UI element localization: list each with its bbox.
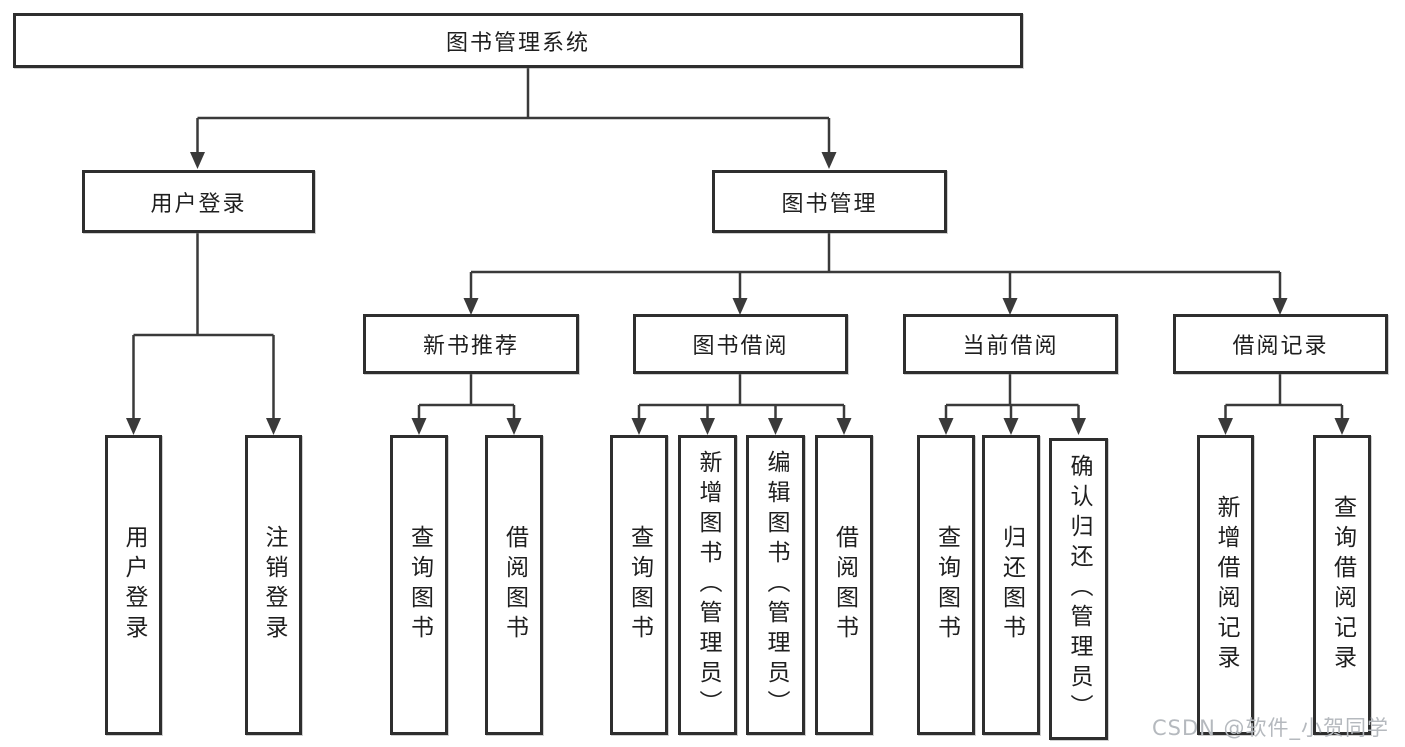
leaf-current-query-book: 查询图书 (917, 435, 975, 735)
leaf-recommend-query-book: 查询图书 (390, 435, 448, 735)
node-user-login: 用户登录 (82, 170, 315, 233)
arrowhead-icon (190, 152, 205, 169)
arrowhead-icon (411, 418, 427, 435)
connector-borrow-records (1224, 374, 1344, 421)
csdn-watermark: CSDN @软件_小贺同学 (1152, 716, 1390, 740)
arrowhead-icon (506, 418, 522, 435)
node-book-borrow: 图书借阅 (633, 314, 848, 374)
connector-user-login (132, 233, 275, 421)
arrowhead-icon (1334, 418, 1350, 435)
arrowhead-icon (266, 418, 281, 435)
leaf-label: 借阅图书 (501, 525, 528, 645)
arrowhead-icon (1003, 418, 1019, 435)
leaf-current-return-book: 归还图书 (982, 435, 1040, 735)
leaf-label: 归还图书 (998, 525, 1025, 645)
arrowhead-icon (1218, 418, 1233, 435)
leaf-label: 确认归还（管理员） (1066, 454, 1092, 724)
arrowhead-icon (1272, 298, 1288, 315)
leaf-borrow-add-book-admin: 新增图书（管理员） (678, 435, 737, 735)
leaf-label: 编辑图书（管理员） (763, 450, 789, 720)
leaf-borrow-borrow-book: 借阅图书 (815, 435, 873, 735)
leaf-label: 新增图书（管理员） (695, 450, 721, 720)
leaf-user-login: 用户登录 (105, 435, 162, 735)
arrowhead-icon (1071, 418, 1086, 435)
node-new-book-recommend: 新书推荐 (363, 314, 579, 374)
arrowhead-icon (126, 418, 141, 435)
arrowhead-icon (631, 418, 647, 435)
node-root: 图书管理系统 (13, 13, 1023, 68)
leaf-label: 新增借阅记录 (1213, 495, 1239, 675)
arrowhead-icon (768, 418, 783, 435)
arrowhead-icon (821, 152, 837, 169)
connector-root (196, 68, 831, 155)
leaf-borrow-edit-book-admin: 编辑图书（管理员） (746, 435, 805, 735)
arrowhead-icon (732, 298, 748, 315)
node-book-management: 图书管理 (712, 170, 947, 233)
connector-current-borrow (944, 374, 1080, 421)
connector-new-book-recommend (417, 374, 516, 421)
arrowhead-icon (700, 418, 715, 435)
arrowhead-icon (836, 418, 852, 435)
leaf-label: 查询图书 (626, 525, 653, 645)
leaf-label: 查询图书 (933, 525, 960, 645)
leaf-records-query-record: 查询借阅记录 (1313, 435, 1371, 735)
leaf-label: 用户登录 (121, 525, 147, 645)
arrowhead-icon (938, 418, 954, 435)
leaf-logout-login: 注销登录 (245, 435, 302, 735)
leaf-label: 查询图书 (406, 525, 433, 645)
leaf-label: 查询借阅记录 (1329, 495, 1356, 675)
connector-book-borrow (637, 374, 846, 421)
arrowhead-icon (463, 298, 479, 315)
leaf-recommend-borrow-book: 借阅图书 (485, 435, 543, 735)
node-borrow-records: 借阅记录 (1173, 314, 1388, 374)
leaf-borrow-query-book: 查询图书 (610, 435, 668, 735)
node-current-borrow: 当前借阅 (903, 314, 1118, 374)
connector-book-management (469, 233, 1282, 301)
leaf-records-add-record: 新增借阅记录 (1197, 435, 1254, 735)
arrowhead-icon (1002, 298, 1018, 315)
leaf-current-confirm-return-admin: 确认归还（管理员） (1049, 438, 1108, 740)
leaf-label: 注销登录 (261, 525, 287, 645)
leaf-label: 借阅图书 (831, 525, 858, 645)
